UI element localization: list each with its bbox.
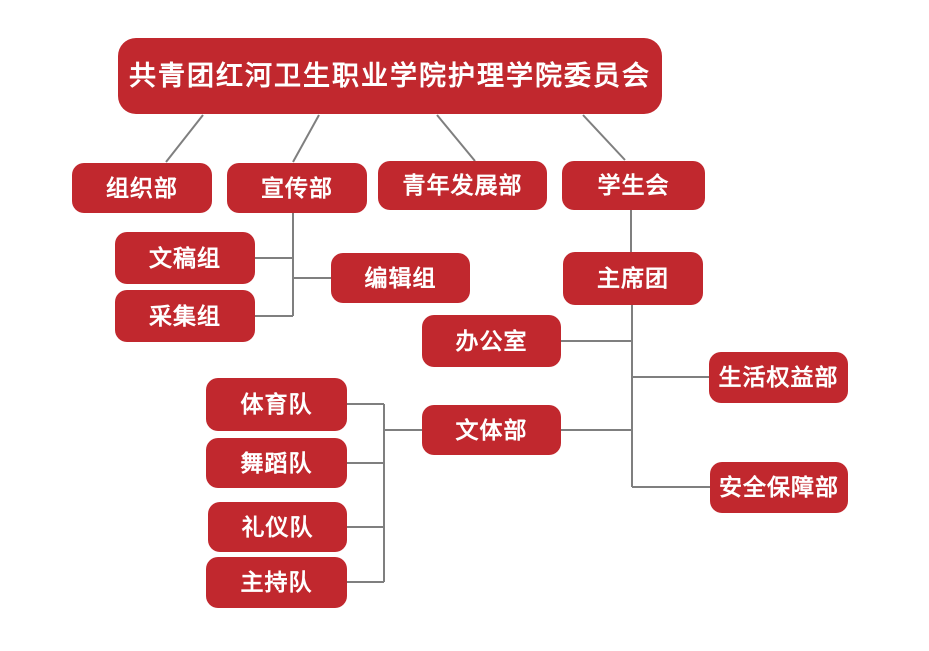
node-organization-dept: 组织部 <box>72 163 212 213</box>
node-publicity-dept: 宣传部 <box>227 163 367 213</box>
node-student-union: 学生会 <box>562 161 705 210</box>
node-manuscript-group: 文稿组 <box>115 232 255 284</box>
node-culture-sports-dept: 文体部 <box>422 405 561 455</box>
node-presidium: 主席团 <box>563 252 703 305</box>
node-sports-team: 体育队 <box>206 378 347 431</box>
node-committee: 共青团红河卫生职业学院护理学院委员会 <box>118 38 662 114</box>
node-youth-development-dept: 青年发展部 <box>378 161 547 210</box>
connector-line <box>165 114 204 163</box>
connector-line <box>436 114 476 162</box>
node-life-rights-dept: 生活权益部 <box>709 352 848 403</box>
node-etiquette-team: 礼仪队 <box>208 502 347 552</box>
connector-line <box>582 114 626 161</box>
node-collection-group: 采集组 <box>115 290 255 342</box>
connector-line <box>292 114 320 163</box>
node-editing-group: 编辑组 <box>331 253 470 303</box>
node-security-dept: 安全保障部 <box>710 462 848 513</box>
node-dance-team: 舞蹈队 <box>206 438 347 488</box>
node-hosting-team: 主持队 <box>206 557 347 608</box>
node-office: 办公室 <box>422 315 561 367</box>
